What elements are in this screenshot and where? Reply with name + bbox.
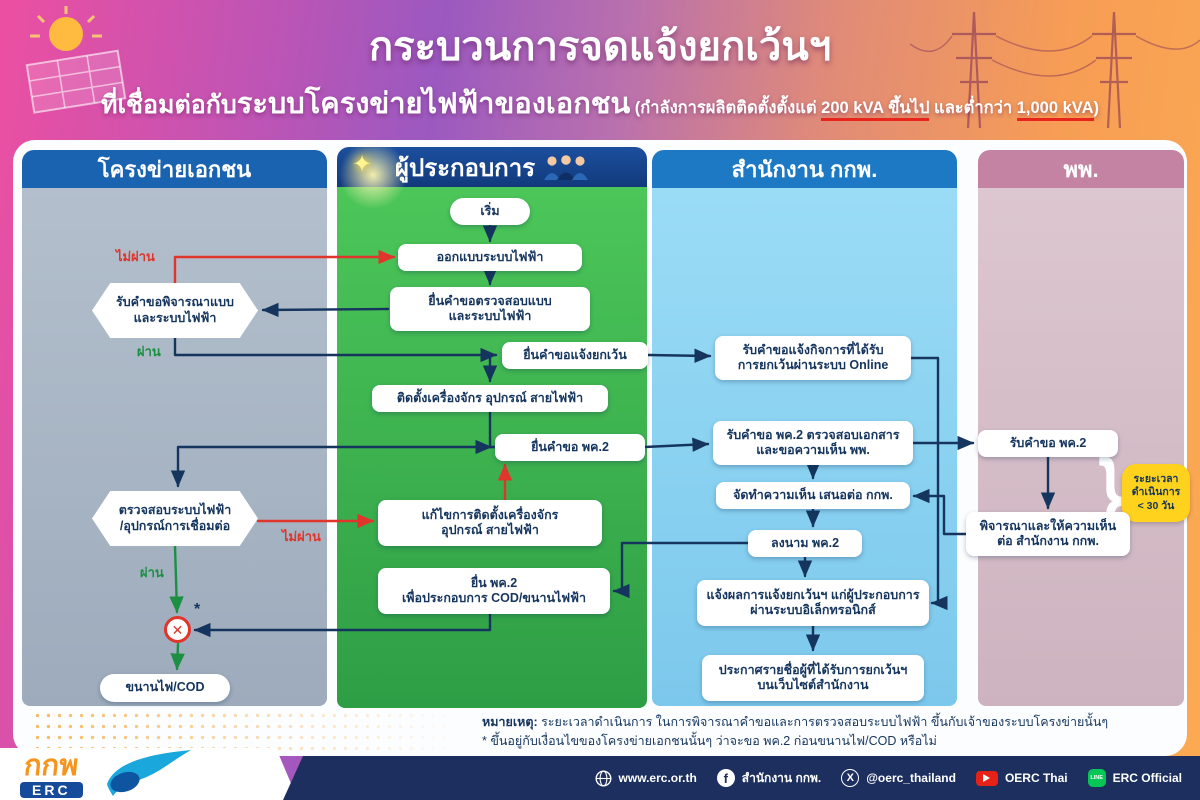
x-icon: X xyxy=(841,769,860,787)
flow-install-equipment: ติดตั้งเครื่องจักร อุปกรณ์ สายไฟฟ้า xyxy=(372,385,608,412)
orange-dots-decoration xyxy=(32,710,462,752)
line-icon: LINE xyxy=(1087,769,1106,787)
footnotes: หมายเหตุ: ระยะเวลาดำเนินการ ในการพิจารณา… xyxy=(482,713,1186,751)
flow-inspect-system-hexagon: ตรวจสอบระบบไฟฟ้า/อุปกรณ์การเชื่อมต่อ xyxy=(92,491,258,546)
label-fail-2: ไม่ผ่าน xyxy=(282,529,321,544)
flow-submit-inspection-request: ยื่นคำขอตรวจสอบแบบและระบบไฟฟ้า xyxy=(390,287,590,331)
column-private-grid-header: โครงข่ายเอกชน xyxy=(22,150,327,188)
youtube-icon xyxy=(975,770,998,786)
column-operator: ผู้ประกอบการ xyxy=(337,147,647,708)
column-erc-office-header: สำนักงาน กกพ. xyxy=(652,150,957,188)
sparkle-icon: ✦ xyxy=(352,151,373,178)
website-item: www.erc.or.th xyxy=(595,769,697,787)
youtube-item: OERC Thai xyxy=(975,770,1068,786)
junction-x-icon: ✕ xyxy=(164,616,191,643)
website-label: www.erc.or.th xyxy=(618,771,697,785)
capacity-max: 1,000 kVA xyxy=(1016,99,1094,121)
flow-review-design-hexagon: รับคำขอพิจารณาแบบและระบบไฟฟ้า xyxy=(92,283,258,338)
x-item: X @oerc_thailand xyxy=(841,769,956,787)
flow-dede-receive-pk2: รับคำขอ พค.2 xyxy=(978,430,1118,457)
subtitle-capacity: (กำลังการผลิตติดตั้งตั้งแต่ 200 kVA ขึ้น… xyxy=(635,99,1099,121)
flow-design-system: ออกแบบระบบไฟฟ้า xyxy=(398,244,582,271)
label-fail-1: ไม่ผ่าน xyxy=(116,249,155,264)
footer-bar: www.erc.or.th f สำนักงาน กกพ. X @oerc_th… xyxy=(283,756,1200,800)
facebook-label: สำนักงาน กกพ. xyxy=(741,770,822,785)
flow-fix-installation: แก้ไขการติดตั้งเครื่องจักรอุปกรณ์ สายไฟฟ… xyxy=(378,500,602,546)
label-pass-1: ผ่าน xyxy=(137,344,161,359)
flow-receive-exemption-online: รับคำขอแจ้งกิจการที่ได้รับการยกเว้นผ่านร… xyxy=(715,336,911,380)
youtube-label: OERC Thai xyxy=(1004,771,1068,785)
flow-announce-website: ประกาศรายชื่อผู้ที่ได้รับการยกเว้นฯบนเว็… xyxy=(702,655,924,701)
duration-badge: ระยะเวลา ดำเนินการ < 30 วัน xyxy=(1122,464,1190,522)
line-item: LINE ERC Official xyxy=(1087,769,1182,787)
column-operator-header: ผู้ประกอบการ xyxy=(337,147,647,187)
subtitle-main: ระบบโครงข่ายไฟฟ้าของเอกชน xyxy=(236,88,631,120)
page-subtitle: ที่เชื่อมต่อกับระบบโครงข่ายไฟฟ้าของเอกชน… xyxy=(0,80,1200,126)
capacity-min: 200 kVA ขึ้นไป xyxy=(821,99,930,121)
flow-submit-pk2: ยื่นคำขอ พค.2 xyxy=(495,434,645,461)
businessmen-icon xyxy=(544,155,589,180)
erc-logo-mark xyxy=(106,750,191,796)
flow-receive-pk2-check-docs: รับคำขอ พค.2 ตรวจสอบเอกสารและขอความเห็น … xyxy=(713,421,913,465)
flow-sign-pk2: ลงนาม พค.2 xyxy=(748,530,862,557)
asterisk-marker: * xyxy=(194,601,201,618)
label-pass-2: ผ่าน xyxy=(140,565,164,580)
flow-prepare-opinion: จัดทำความเห็น เสนอต่อ กกพ. xyxy=(716,482,910,509)
globe-icon xyxy=(595,769,612,787)
line-label: ERC Official xyxy=(1112,771,1182,785)
facebook-item: f สำนักงาน กกพ. xyxy=(716,769,822,788)
flow-start: เริ่ม xyxy=(450,198,530,225)
x-label: @oerc_thailand xyxy=(866,771,956,785)
column-dede-header: พพ. xyxy=(978,150,1184,188)
page-title: กระบวนการจดแจ้งยกเว้นฯ xyxy=(368,25,832,69)
facebook-icon: f xyxy=(716,769,735,787)
column-dede: พพ. xyxy=(978,150,1184,706)
erc-logo: กกพ ERC xyxy=(20,746,199,798)
flow-submit-exemption-request: ยื่นคำขอแจ้งยกเว้น xyxy=(502,342,648,369)
footnote-2: * ขึ้นอยู่กับเงื่อนไขของโครงข่ายเอกชนนั้… xyxy=(482,733,937,748)
footnote-1: หมายเหตุ: ระยะเวลาดำเนินการ ในการพิจารณา… xyxy=(482,715,1109,729)
subtitle-prefix: ที่เชื่อมต่อกับ xyxy=(101,91,237,119)
logo-text-sub: ERC xyxy=(20,782,83,798)
logo-text-main: กกพ xyxy=(22,750,81,782)
flow-cod-parallel: ขนานไฟ/COD xyxy=(100,674,230,702)
flow-notify-result: แจ้งผลการแจ้งยกเว้นฯ แก่ผู้ประกอบการผ่าน… xyxy=(697,580,929,626)
flow-dede-consider-opinion: พิจารณาและให้ความเห็นต่อ สำนักงาน กกพ. xyxy=(966,512,1130,556)
